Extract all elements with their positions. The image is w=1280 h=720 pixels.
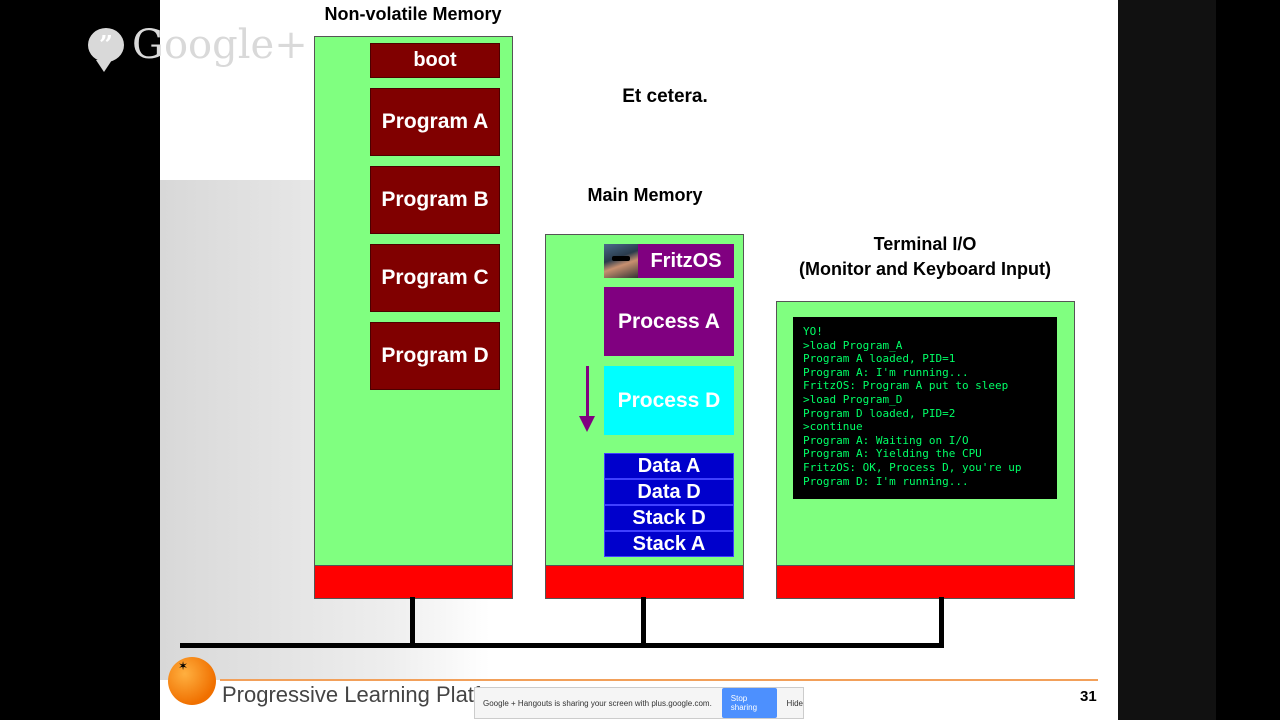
bus-wire-nonvolatile bbox=[410, 597, 415, 647]
et-cetera-text: Et cetera. bbox=[622, 86, 708, 107]
terminal-line: FritzOS: OK, Process D, you're up bbox=[803, 460, 1022, 474]
stack-a-block: Stack A bbox=[604, 531, 734, 557]
data-d-block: Data D bbox=[604, 479, 734, 505]
terminal-bus-connector bbox=[776, 565, 1075, 599]
google-plus-wordmark: Google+ bbox=[132, 22, 308, 68]
fritz-avatar-icon bbox=[604, 244, 638, 278]
terminal-line: YO! bbox=[803, 325, 823, 338]
terminal-line: Program A: Waiting on I/O bbox=[803, 433, 969, 447]
program-b-block: Program B bbox=[370, 166, 500, 234]
process-a-block: Process A bbox=[604, 287, 734, 356]
terminal-io-subtitle: (Monitor and Keyboard Input) bbox=[799, 259, 1051, 279]
hide-button[interactable]: Hide bbox=[786, 698, 803, 708]
screen-share-bar: Google + Hangouts is sharing your screen… bbox=[474, 687, 804, 719]
page-number: 31 bbox=[1080, 688, 1097, 705]
terminal-line: Program A: Yielding the CPU bbox=[803, 447, 982, 461]
stop-sharing-button[interactable]: Stop sharing bbox=[721, 688, 777, 718]
main-memory-bus-connector bbox=[545, 565, 744, 599]
footer-brand-text: Progressive Learning Platf bbox=[222, 682, 481, 707]
program-c-block: Program C bbox=[370, 244, 500, 312]
orange-logo-icon bbox=[168, 657, 216, 705]
share-message: Google + Hangouts is sharing your screen… bbox=[483, 698, 712, 708]
bus-wire-main-memory bbox=[641, 597, 646, 647]
terminal-line: >continue bbox=[803, 420, 863, 434]
window-edge-strip bbox=[1118, 0, 1216, 720]
hangouts-icon: ” bbox=[88, 28, 124, 72]
fritzos-block: FritzOS bbox=[638, 244, 734, 278]
terminal-line: Program D loaded, PID=2 bbox=[803, 406, 956, 420]
footer-divider bbox=[220, 679, 1098, 681]
terminal-io-title: Terminal I/O bbox=[873, 234, 977, 254]
terminal-line: >load Program_A bbox=[803, 338, 903, 352]
down-arrow-icon bbox=[579, 416, 595, 432]
program-a-block: Program A bbox=[370, 88, 500, 156]
nonvolatile-memory-title: Non-volatile Memory bbox=[324, 4, 502, 24]
program-d-block: Program D bbox=[370, 322, 500, 390]
google-plus-logo: ” Google+ bbox=[88, 22, 308, 72]
process-d-block: Process D bbox=[604, 366, 734, 435]
boot-block: boot bbox=[370, 43, 500, 78]
bus-wire-terminal bbox=[939, 597, 944, 647]
window-edge-strip-outer bbox=[1216, 0, 1280, 720]
terminal-line: Program A loaded, PID=1 bbox=[803, 352, 956, 366]
stack-d-block: Stack D bbox=[604, 505, 734, 531]
terminal-line: >load Program_D bbox=[803, 392, 903, 406]
main-memory-title: Main Memory bbox=[587, 185, 703, 205]
terminal-line: Program D: I'm running... bbox=[803, 474, 969, 488]
terminal-line: FritzOS: Program A put to sleep bbox=[803, 379, 1009, 393]
stack-growth-arrow-shaft bbox=[586, 366, 589, 416]
data-a-block: Data A bbox=[604, 453, 734, 479]
terminal-line: Program A: I'm running... bbox=[803, 365, 969, 379]
nonvolatile-bus-connector bbox=[314, 565, 513, 599]
terminal-screen: YO! >load Program_A Program A loaded, PI… bbox=[793, 317, 1057, 499]
system-bus-line bbox=[180, 643, 944, 648]
